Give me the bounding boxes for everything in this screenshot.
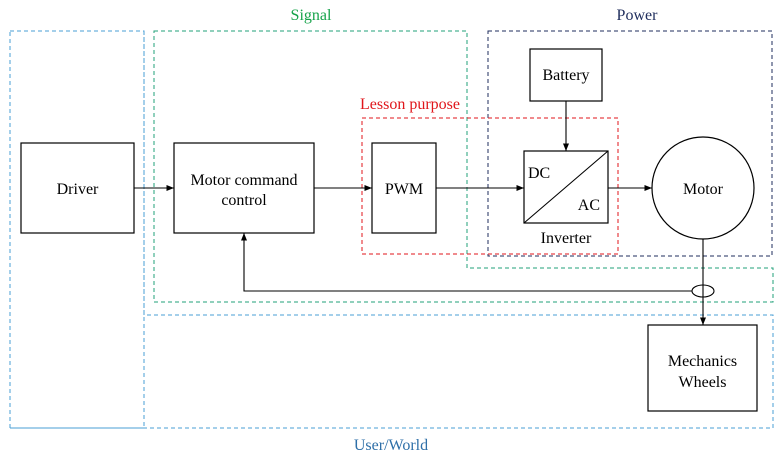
mechanics-label-line2: Wheels	[679, 374, 727, 391]
sensor-ellipse	[691, 284, 715, 298]
lesson-purpose-region	[361, 117, 619, 255]
motor-command-block: Motor command control	[173, 142, 315, 234]
signal-label: Signal	[291, 7, 332, 24]
pwm-label: PWM	[385, 181, 423, 198]
user-world-label: User/World	[354, 437, 428, 454]
signal-region	[153, 30, 774, 303]
power-label: Power	[617, 7, 659, 24]
inverter-block: DC AC Inverter	[523, 150, 609, 247]
inverter-ac-label: AC	[578, 197, 600, 214]
driver-label: Driver	[57, 181, 99, 198]
mechanics-block: Mechanics Wheels	[647, 324, 758, 412]
motor-block: Motor	[651, 136, 755, 240]
power-region	[487, 30, 773, 257]
motor-command-label-line1: Motor command	[190, 172, 297, 189]
motor-label: Motor	[683, 181, 724, 198]
inverter-diagonal	[523, 150, 609, 224]
motor-command-label-line2: control	[221, 192, 267, 209]
driver-block: Driver	[20, 142, 135, 234]
battery-label: Battery	[542, 67, 589, 84]
feedback-arrow	[240, 233, 692, 292]
mechanics-label-line1: Mechanics	[668, 353, 737, 370]
user-world-region-lower	[10, 31, 774, 429]
pwm-block: PWM	[371, 142, 437, 234]
inverter-label: Inverter	[541, 230, 592, 247]
battery-block: Battery	[529, 48, 603, 102]
lesson-purpose-label: Lesson purpose	[360, 96, 460, 113]
inverter-dc-label: DC	[528, 165, 550, 182]
